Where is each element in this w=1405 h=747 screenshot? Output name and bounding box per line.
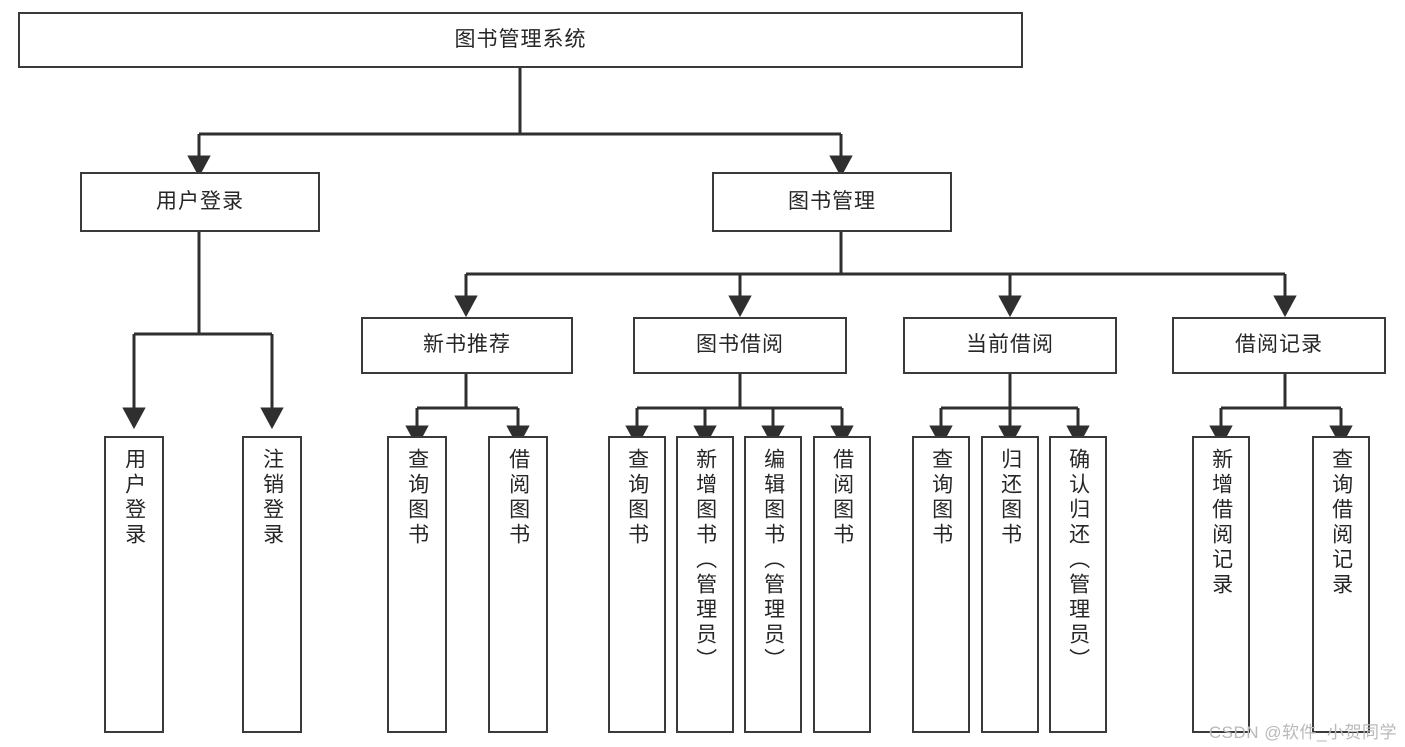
node-leaf-query-book-current-label: 查询图书 — [929, 448, 953, 548]
node-leaf-user-logout-label: 注销登录 — [260, 448, 284, 548]
node-leaf-user-logout[interactable]: 注销登录 — [242, 436, 302, 733]
node-current-borrow-label: 当前借阅 — [966, 333, 1054, 357]
node-leaf-user-login[interactable]: 用户登录 — [104, 436, 164, 733]
node-borrow-record-label: 借阅记录 — [1235, 333, 1323, 357]
node-leaf-borrow-book-rec-label: 借阅图书 — [506, 448, 530, 548]
node-leaf-confirm-return[interactable]: 确认归还（管理员） — [1049, 436, 1107, 733]
node-leaf-user-login-label: 用户登录 — [122, 448, 146, 548]
node-leaf-add-record[interactable]: 新增借阅记录 — [1192, 436, 1250, 733]
node-user-login-label: 用户登录 — [156, 189, 244, 213]
node-leaf-add-book-label: 新增图书（管理员） — [693, 448, 717, 673]
node-borrow-record[interactable]: 借阅记录 — [1172, 317, 1386, 374]
node-root[interactable]: 图书管理系统 — [18, 12, 1023, 68]
node-leaf-add-record-label: 新增借阅记录 — [1209, 448, 1233, 598]
node-new-book-rec[interactable]: 新书推荐 — [361, 317, 573, 374]
node-leaf-borrow-book-rec[interactable]: 借阅图书 — [488, 436, 548, 733]
node-leaf-confirm-return-label: 确认归还（管理员） — [1066, 448, 1090, 673]
node-leaf-query-book-current[interactable]: 查询图书 — [912, 436, 970, 733]
node-book-borrow-label: 图书借阅 — [696, 333, 784, 357]
node-leaf-query-record-label: 查询借阅记录 — [1329, 448, 1353, 598]
node-book-borrow[interactable]: 图书借阅 — [633, 317, 847, 374]
node-leaf-borrow-book[interactable]: 借阅图书 — [813, 436, 871, 733]
csdn-watermark: CSDN @软件_小贺同学 — [1208, 723, 1397, 742]
node-leaf-query-book-rec-label: 查询图书 — [405, 448, 429, 548]
node-leaf-query-book-rec[interactable]: 查询图书 — [387, 436, 447, 733]
node-leaf-query-book-borrow[interactable]: 查询图书 — [608, 436, 666, 733]
node-user-login[interactable]: 用户登录 — [80, 172, 320, 232]
node-leaf-return-book-label: 归还图书 — [998, 448, 1022, 548]
node-book-manage[interactable]: 图书管理 — [712, 172, 952, 232]
node-leaf-edit-book-label: 编辑图书（管理员） — [761, 448, 785, 673]
node-book-manage-label: 图书管理 — [788, 189, 876, 213]
node-current-borrow[interactable]: 当前借阅 — [903, 317, 1117, 374]
node-new-book-rec-label: 新书推荐 — [423, 333, 511, 357]
node-leaf-query-book-borrow-label: 查询图书 — [625, 448, 649, 548]
node-root-label: 图书管理系统 — [454, 27, 587, 51]
node-leaf-return-book[interactable]: 归还图书 — [981, 436, 1039, 733]
node-leaf-borrow-book-label: 借阅图书 — [830, 448, 854, 548]
node-leaf-query-record[interactable]: 查询借阅记录 — [1312, 436, 1370, 733]
node-leaf-add-book[interactable]: 新增图书（管理员） — [676, 436, 734, 733]
node-leaf-edit-book[interactable]: 编辑图书（管理员） — [744, 436, 802, 733]
